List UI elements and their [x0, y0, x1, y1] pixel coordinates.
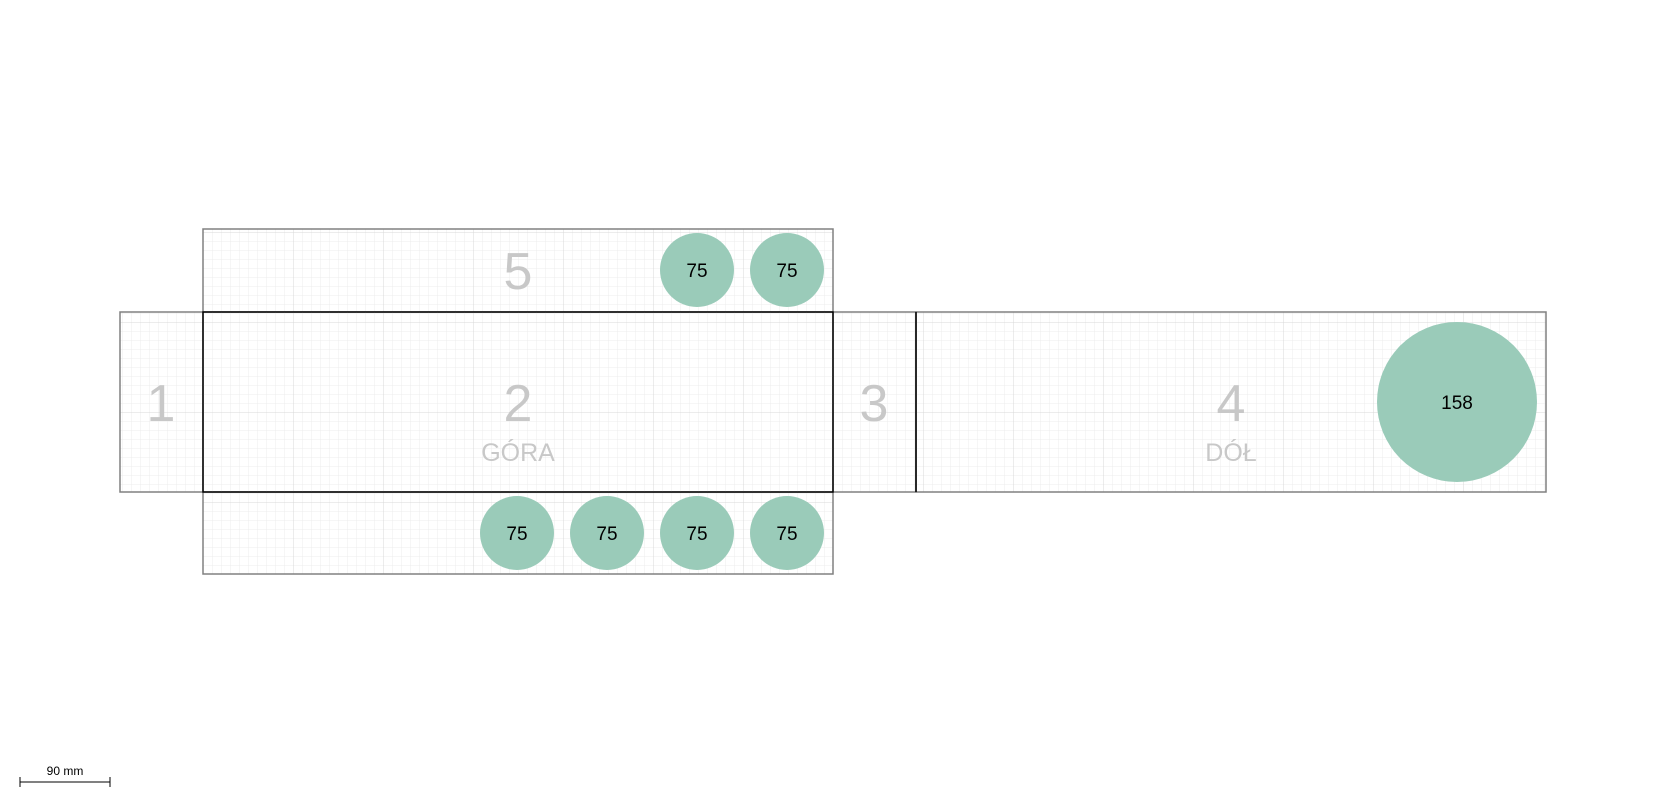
circle-shape [750, 233, 824, 307]
circle-label: 75 [686, 261, 707, 282]
circle-shape [660, 233, 734, 307]
panel-5-number: 5 [504, 243, 533, 301]
circle-shape [660, 496, 734, 570]
circles-top-flap: 75 75 [660, 233, 824, 307]
panel-1-number: 1 [147, 375, 176, 433]
circle-label: 75 [506, 524, 527, 545]
panel-1: 1 [119, 311, 204, 493]
panel-2-label: GÓRA [481, 438, 555, 467]
circle-shape [750, 496, 824, 570]
circles-bottom-panel: 158 [1377, 322, 1537, 482]
panel-2-number: 2 [504, 375, 533, 433]
circle-label: 158 [1441, 393, 1473, 414]
circle-item: 75 [570, 496, 644, 570]
circles-bottom-flap: 75 75 75 75 [480, 496, 824, 570]
circle-item: 158 [1377, 322, 1537, 482]
circle-label: 75 [776, 261, 797, 282]
circle-item: 75 [480, 496, 554, 570]
panel-3: 3 [832, 311, 917, 493]
circle-item: 75 [750, 233, 824, 307]
panel-2: 2 GÓRA [202, 311, 834, 493]
circle-label: 75 [776, 524, 797, 545]
circle-shape [1377, 322, 1537, 482]
circle-item: 75 [750, 496, 824, 570]
circle-item: 75 [660, 233, 734, 307]
scale-bar-label: 90 mm [47, 764, 84, 778]
circle-shape [570, 496, 644, 570]
panel-3-outline [832, 311, 917, 493]
panel-4-number: 4 [1217, 375, 1246, 433]
panel-1-outline [119, 311, 204, 493]
circle-shape [480, 496, 554, 570]
circle-label: 75 [686, 524, 707, 545]
circle-item: 75 [660, 496, 734, 570]
panel-4-label: DÓŁ [1205, 438, 1257, 467]
panel-5: 5 [202, 228, 834, 313]
scale-bar: 90 mm [19, 764, 111, 787]
panel-2-outline [202, 311, 834, 493]
circle-label: 75 [596, 524, 617, 545]
panel-3-number: 3 [860, 375, 889, 433]
